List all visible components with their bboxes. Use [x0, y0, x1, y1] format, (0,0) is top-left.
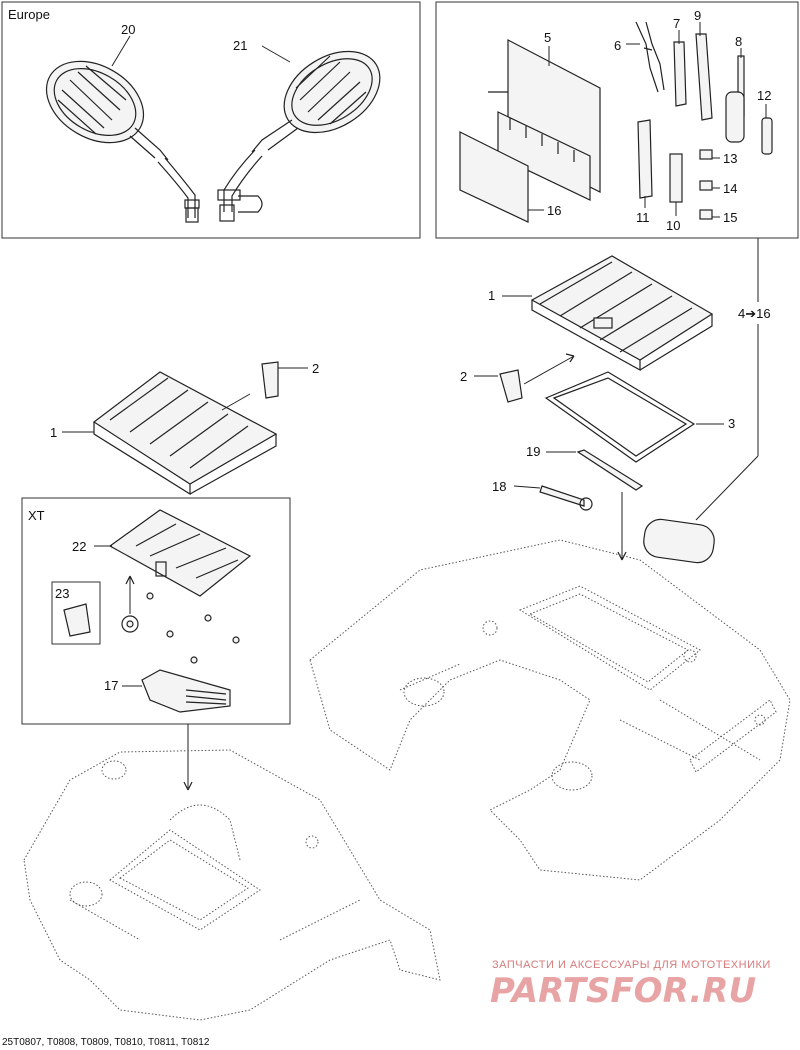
callout-6: 6	[614, 38, 621, 53]
right-mirror	[217, 50, 381, 222]
callout-17: 17	[104, 678, 118, 693]
callout-12: 12	[757, 88, 771, 103]
callout-19: 19	[526, 444, 540, 459]
europe-frame: Europe 20 21	[1, 1, 421, 239]
watermark-brand: PARTSFOR.RU	[490, 971, 756, 1011]
callout-3: 3	[728, 416, 735, 431]
callout-1-right: 1	[488, 288, 495, 303]
callout-10: 10	[666, 218, 680, 233]
rear-fender	[309, 539, 791, 881]
storage-assembly-right: 1 2 3 19 18	[460, 255, 735, 564]
watermark-tagline: ЗАПЧАСТИ И АКСЕССУАРЫ ДЛЯ МОТОТЕХНИКИ	[492, 959, 771, 971]
callout-4-16: 4➔16	[738, 306, 771, 321]
figure-reference: 25T0807, T0808, T0809, T0810, T0811, T08…	[2, 1037, 210, 1048]
europe-label: Europe	[8, 7, 50, 22]
callout-8: 8	[735, 34, 742, 49]
callout-5: 5	[544, 30, 551, 45]
watermark: ЗАПЧАСТИ И АКСЕССУАРЫ ДЛЯ МОТОТЕХНИКИ PA…	[490, 959, 771, 1011]
callout-2-left: 2	[312, 361, 319, 376]
callout-13: 13	[723, 151, 737, 166]
xt-frame: XT 22 23 17	[21, 497, 291, 725]
front-fender	[23, 749, 441, 1021]
xt-label: XT	[28, 508, 45, 523]
callout-9: 9	[694, 8, 701, 23]
callout-14: 14	[723, 181, 737, 196]
callout-20: 20	[121, 22, 135, 37]
callout-16: 16	[547, 203, 561, 218]
left-mirror	[45, 60, 200, 223]
callout-22: 22	[72, 539, 86, 554]
callout-1-left: 1	[50, 425, 57, 440]
toolkit-frame: 5 6 7 8 9 12 13 14 15 16 11 10	[435, 1, 799, 239]
callout-7: 7	[673, 16, 680, 31]
rack-left: 2 1	[50, 361, 319, 496]
callout-11: 11	[636, 210, 650, 225]
callout-15: 15	[723, 210, 737, 225]
callout-21: 21	[233, 38, 247, 53]
callout-23: 23	[55, 586, 69, 601]
callout-2-right: 2	[460, 369, 467, 384]
callout-18: 18	[492, 479, 506, 494]
